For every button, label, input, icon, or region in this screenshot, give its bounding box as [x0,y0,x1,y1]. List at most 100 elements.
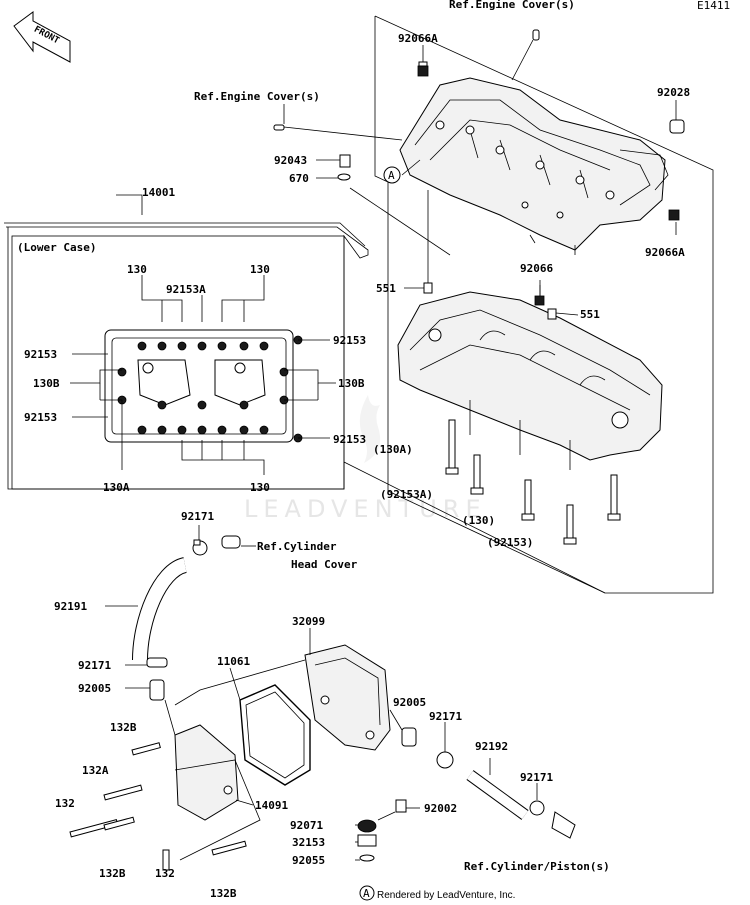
elbow-fitting [551,811,576,839]
pin-ref-cover-top [532,29,540,41]
label-b-130a: (130A) [373,443,413,456]
svg-text:A: A [363,887,370,900]
label-132a: 132A [82,764,109,777]
label-132b-3: 132B [210,887,237,900]
fitting-92005-left [149,679,165,701]
clamp-92171-r1 [436,751,454,769]
clamp-92171-mid [146,657,168,668]
label-ref-cylinder-piston: Ref.Cylinder/Piston(s) [464,860,610,873]
label-92043: 92043 [274,154,307,167]
clamp-92171-r2 [529,800,545,816]
label-ref-engine-cover-top: Ref.Engine Cover(s) [449,0,575,11]
dowel-551-left [423,282,433,294]
label-ref-engine-cover-left: Ref.Engine Cover(s) [194,90,320,103]
lower-case-plan-view [104,329,303,443]
label-132b-2: 132B [99,867,126,880]
cap-92028 [669,119,685,134]
plug-92071 [357,819,377,833]
clamp-92171-top [192,539,208,556]
label-130b-left: 130B [33,377,60,390]
gasket-11061 [239,684,311,786]
bolt-92066 [534,295,545,306]
label-14001: 14001 [142,186,175,199]
bracket-32153 [357,834,377,847]
label-lower-case: (Lower Case) [17,241,96,254]
bolt-92066a-right [668,209,680,221]
upper-leader-lines [116,39,677,316]
label-92005-left: 92005 [78,682,111,695]
ref-marker-a-top: A [383,166,401,184]
label-92066: 92066 [520,262,553,275]
label-92066a-right: 92066A [645,246,685,259]
lower-leader-lines [174,628,538,861]
label-92171-mid: 92171 [78,659,111,672]
label-670: 670 [289,172,309,185]
label-92153-l2: 92153 [24,411,57,424]
label-92055: 92055 [292,854,325,867]
label-92171-r1: 92171 [429,710,462,723]
label-32153: 32153 [292,836,325,849]
lower-case-box [11,235,345,490]
label-92028: 92028 [657,86,690,99]
label-92153-l1: 92153 [24,348,57,361]
part-labels: Ref.Engine Cover(s) 92066A 92028 Ref.Eng… [17,0,690,900]
label-ref-cylinder-head-2: Head Cover [291,558,358,571]
footer-credit: Rendered by LeadVenture, Inc. [377,890,515,901]
bolt-extra [607,474,621,521]
breather-hose-92191 [132,557,188,661]
label-132-left: 132 [55,797,75,810]
label-92153-br: 92153 [333,433,366,446]
label-132-bottom: 132 [155,867,175,880]
label-92192: 92192 [475,740,508,753]
label-92002: 92002 [424,802,457,815]
label-b-92153a: (92153A) [380,488,433,501]
label-92191: 92191 [54,600,87,613]
pin-ref-cover-left [273,124,285,131]
diagram-code: E1411 [697,0,730,12]
label-b-130: (130) [462,514,495,527]
label-551-right: 551 [580,308,600,321]
label-92066a-top: 92066A [398,32,438,45]
breather-cover-14091 [164,699,239,821]
ref-marker-a-bottom: A [359,885,375,901]
oring-670 [337,173,351,181]
watermark-text: LEADVENTURE [244,495,487,523]
separator-cover-32099 [304,644,391,751]
hose-92192 [466,770,529,820]
label-32099: 32099 [292,615,325,628]
bolt-92153a [470,454,484,495]
front-arrow-icon: FRONT [13,11,71,63]
oring-92055 [359,854,375,862]
bolt-92066a-top [417,61,429,77]
label-14091: 14091 [255,799,288,812]
label-130-tr: 130 [250,263,270,276]
bolts-132-group [69,742,247,871]
lower-case-leader-lines [70,275,336,475]
fitting-92005-right [401,727,417,747]
label-132b-1: 132B [110,721,137,734]
label-92171-r2: 92171 [520,771,553,784]
label-130b-right: 130B [338,377,365,390]
dowel-92043 [339,154,351,168]
label-130a: 130A [103,481,130,494]
label-551-left: 551 [376,282,396,295]
svg-text:A: A [388,169,395,182]
lower-crankcase [397,280,663,470]
label-11061: 11061 [217,655,250,668]
label-b-92153: (92153) [487,536,533,549]
label-92153-tr: 92153 [333,334,366,347]
label-92153a: 92153A [166,283,206,296]
label-130-bottom: 130 [250,481,270,494]
label-92005-right: 92005 [393,696,426,709]
label-92171-top: 92171 [181,510,214,523]
label-130-tl: 130 [127,263,147,276]
upper-crankcase [399,77,669,255]
bolt-92002 [395,799,407,813]
upper-case-frame [374,15,714,594]
watermark-logo [359,395,381,463]
bolt-92153 [563,504,577,545]
dowel-551-right [547,308,557,320]
bolt-130a [445,419,459,475]
